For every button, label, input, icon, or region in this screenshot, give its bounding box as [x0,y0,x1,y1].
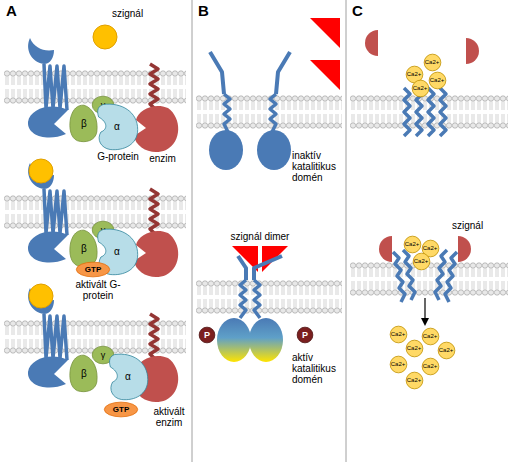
flow-arrow [424,298,425,324]
node-text: α [125,372,131,382]
g-protein-receptor [28,38,68,138]
calcium-ion: Ca2+ [429,72,446,89]
ligand [365,30,378,56]
signal-molecule [29,159,53,183]
membrane [350,262,508,296]
panel-letter: A [6,3,30,20]
panel-divider [192,0,193,462]
kinase-receptor [249,256,283,362]
membrane [196,280,342,314]
signal-monomer [310,60,340,90]
node-text: Ca2+ [413,85,428,91]
signal-label: szignál dimer [220,231,300,242]
node-text: Ca2+ [407,71,422,77]
calcium-ion: Ca2+ [422,358,439,375]
beta-subunit: β [68,104,100,144]
node-text: Ca2+ [407,377,422,383]
node-text: Ca2+ [439,347,454,353]
node-text: GTP [85,266,101,274]
node-text: β [81,244,87,254]
alpha-subunit: α [94,102,140,152]
node-text: β [81,369,87,379]
part-label: aktivált G-protein [68,279,128,301]
panel-letter: C [352,3,376,20]
node-text: Ca2+ [423,363,438,369]
enzyme [134,189,178,277]
node-text: α [114,247,120,257]
panel-letter: B [198,3,222,20]
node-text: Ca2+ [407,345,422,351]
part-label: inaktív katalitikus domén [292,150,346,183]
node-text: Ca2+ [405,241,420,247]
alpha-subunit: α [106,352,150,402]
node-text: Ca2+ [423,333,438,339]
signal-monomer [310,18,340,48]
node-text: β [81,119,87,129]
calcium-ion: Ca2+ [424,54,441,71]
calcium-ion: Ca2+ [404,236,421,253]
kinase-receptor [257,52,291,170]
calcium-ion: Ca2+ [412,80,429,97]
part-label: enzim [140,153,185,164]
node-text: α [114,122,120,132]
enzyme [134,64,178,152]
part-label: aktivált enzim [146,406,192,428]
signal-label: szignál [112,8,172,19]
ligand [379,236,392,262]
node-text: P [204,331,210,340]
node-text: Ca2+ [391,361,406,367]
gtp-badge: GTP [76,262,110,277]
phosphate-circle: P [297,327,313,343]
calcium-ion: Ca2+ [406,372,423,389]
kinase-receptor [217,256,251,362]
calcium-ion: Ca2+ [390,356,407,373]
ion-channel-open [393,250,457,302]
node-text: Ca2+ [430,77,445,83]
panel-divider [346,0,347,462]
ligand [458,236,471,262]
calcium-ion: Ca2+ [390,326,407,343]
node-text: GTP [113,406,129,414]
kinase-receptor [209,52,243,170]
calcium-ion: Ca2+ [406,340,423,357]
node-text: γ [101,351,106,360]
phosphate-circle: P [199,327,215,343]
calcium-ion: Ca2+ [438,342,455,359]
calcium-ion: Ca2+ [413,253,430,270]
node-text: Ca2+ [414,258,429,264]
beta-subunit: β [68,354,100,394]
calcium-ion: Ca2+ [422,328,439,345]
part-label: aktív katalitikus domén [292,352,346,385]
node-text: Ca2+ [391,331,406,337]
part-label: G-protein [88,151,148,162]
signal-molecule [29,284,53,308]
node-text: P [302,331,308,340]
signal-molecule [93,25,117,49]
signal-label: szignál [452,220,507,231]
gtp-badge: GTP [104,402,138,417]
node-text: Ca2+ [425,59,440,65]
ligand [466,38,479,64]
node-text: Ca2+ [423,245,438,251]
